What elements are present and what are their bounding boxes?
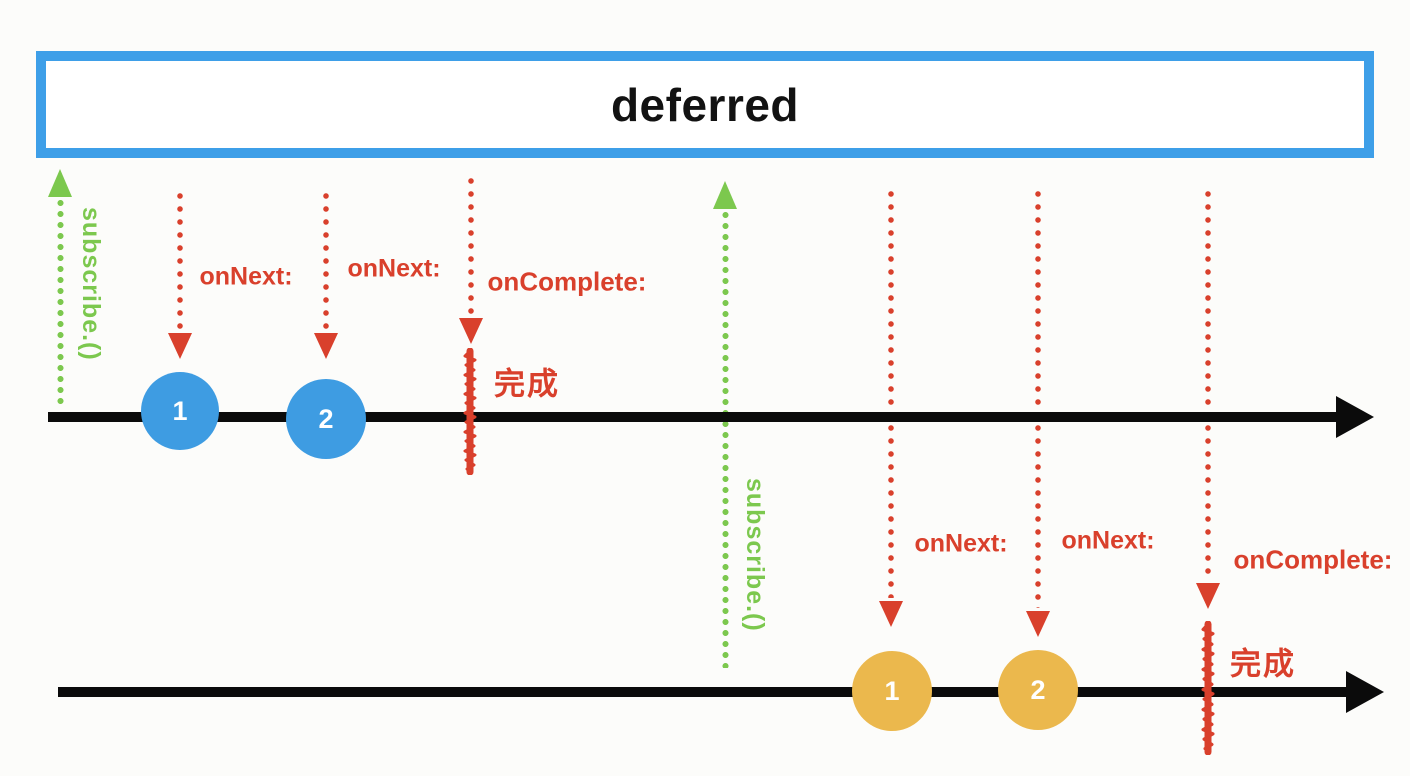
on-next-dotted-line [888, 188, 894, 598]
marble-value: 1 [172, 395, 188, 426]
on-complete-arrow-down-icon [459, 318, 483, 344]
timeline [58, 687, 1350, 697]
timeline [48, 412, 1340, 422]
on-complete-dotted-line [468, 175, 474, 317]
timeline-arrow-icon [1346, 671, 1384, 713]
subscribe-dotted-line [57, 198, 64, 406]
subscribe-label: subscribe.() [77, 207, 105, 361]
subscribe-arrow-up-icon [713, 181, 737, 209]
on-next-label: onNext: [199, 262, 293, 291]
on-next-arrow-down-icon [879, 601, 903, 627]
on-next-label: onNext: [1061, 526, 1155, 555]
on-next-dotted-line [323, 190, 329, 332]
on-next-arrow-down-icon [1026, 611, 1050, 637]
on-complete-label: onComplete: [487, 266, 647, 297]
marble-2: 2 [286, 379, 366, 459]
marble-1: 1 [141, 372, 219, 450]
on-complete-arrow-down-icon [1196, 583, 1220, 609]
on-next-arrow-down-icon [314, 333, 338, 359]
complete-scribble-mark [463, 348, 477, 475]
marble-value: 2 [318, 403, 334, 434]
subscribe-label: subscribe.() [741, 478, 769, 632]
on-complete-label: onComplete: [1233, 544, 1393, 575]
subscribe-dotted-line [722, 210, 729, 668]
deferred-box: deferred [36, 51, 1374, 158]
marble-2: 2 [998, 650, 1078, 730]
timeline-arrow-icon [1336, 396, 1374, 438]
complete-annotation: 完成 [494, 366, 560, 402]
marble-value: 2 [1030, 674, 1046, 705]
deferred-title: deferred [610, 78, 800, 131]
on-next-dotted-line [1035, 188, 1041, 608]
on-next-dotted-line [177, 190, 183, 332]
on-next-label: onNext: [347, 254, 441, 283]
marble-1: 1 [852, 651, 932, 731]
subscribe-arrow-up-icon [48, 169, 72, 197]
complete-scribble-mark [1201, 621, 1215, 755]
on-next-label: onNext: [914, 529, 1008, 558]
complete-annotation: 完成 [1230, 646, 1296, 682]
on-next-arrow-down-icon [168, 333, 192, 359]
marble-value: 1 [884, 675, 900, 706]
on-complete-dotted-line [1205, 188, 1211, 580]
